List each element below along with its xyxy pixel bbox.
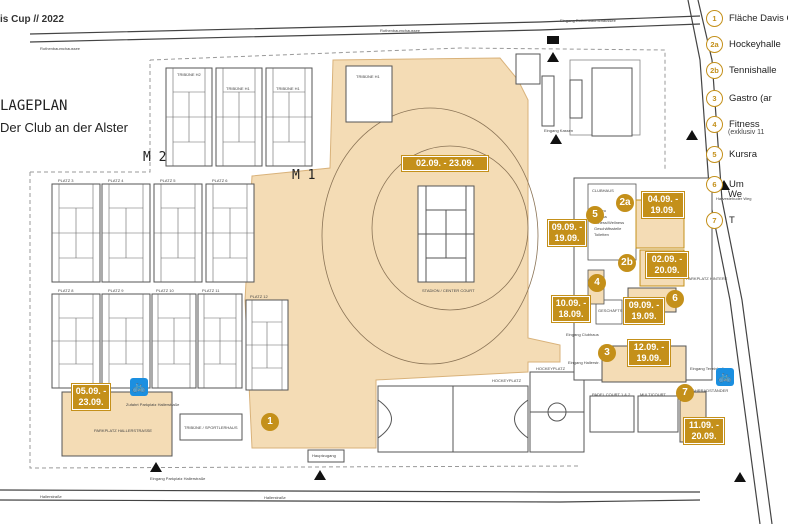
marker-7[interactable]: 7	[676, 384, 694, 402]
marker-6[interactable]: 6	[666, 290, 684, 308]
main-entrance-label: Hauptzugang	[312, 453, 336, 458]
marker-3[interactable]: 3	[598, 344, 616, 362]
stadium-outer-ring	[321, 107, 539, 365]
zufahrt-label: Zufahrt Parkplatz Hallerstraße	[126, 402, 180, 407]
date-7: 11.09. -20.09.	[684, 418, 724, 444]
court-label: PLATZ 6	[212, 178, 228, 183]
date-6: 09.09. -19.09.	[624, 298, 664, 324]
club-name: Der Club an der Alster	[0, 120, 128, 135]
club-entrance-label: Eingang Clubhaus	[566, 332, 599, 337]
stadium-label: STADION / CENTER COURT	[422, 288, 475, 293]
geschaeft-label: GESCHÄFTS STELLE	[598, 308, 639, 313]
street-top-2: Rothenbaumchaussee	[380, 28, 421, 33]
court-label: PLATZ 11	[202, 288, 220, 293]
marker-2a[interactable]: 2a	[616, 194, 634, 212]
bike-parking-icon: 🚲	[716, 368, 734, 386]
legend-number: 5	[706, 146, 723, 163]
hallig-entrance-label: Eingang Hallerstr.	[568, 360, 600, 365]
zone-m2: M 2	[143, 150, 167, 165]
court-label: PLATZ 5	[160, 178, 176, 183]
court-label: TRIBÜNE H1	[226, 86, 250, 91]
zone-m1: M 1	[292, 168, 316, 183]
parking-hallerstrasse-label: PARKPLATZ HALLERSTRASSE	[94, 428, 153, 433]
marker-4[interactable]: 4	[588, 274, 606, 292]
tennishalle-entrance-label: Eingang Tennishalle	[690, 366, 726, 371]
court-label: TRIBÜNE H1	[356, 74, 380, 79]
court-label: PLATZ 4	[108, 178, 124, 183]
court-row-2	[51, 293, 289, 391]
tribune-sport-label: TRIBÜNE / SPORTLERHAUS	[184, 425, 238, 430]
court-label: PLATZ 3	[58, 178, 74, 183]
rothenb-entrance-label: Eingang Rothenbaumchaussee	[560, 18, 616, 23]
bike-parking-icon: 🚲	[130, 378, 148, 396]
legend-number: 1	[706, 10, 723, 27]
legend-number: 2a	[706, 36, 723, 53]
date-4: 10.09. -18.09.	[552, 296, 590, 322]
stadium-inner-ring	[371, 145, 529, 311]
parkplatz-entrance-label: Eingang Parkplatz Hallerstraße	[150, 476, 206, 481]
parking-label: PARKPLATZ HINTERE	[686, 276, 728, 281]
street-bottom: Hallerstraße	[40, 494, 62, 499]
plan-title: LAGEPLAN	[0, 98, 68, 114]
clubhaus-item: Toiletten	[594, 232, 609, 237]
court-label: PLATZ 9	[108, 288, 124, 293]
court-label: PLATZ 8	[58, 288, 74, 293]
legend-number: 3	[706, 90, 723, 107]
date-2b: 02.09. -20.09.	[646, 252, 688, 278]
center-court	[417, 185, 475, 283]
marker-1[interactable]: 1	[261, 413, 279, 431]
street-right: Harvestehuder Weg	[716, 196, 752, 201]
hockeyplatz2-label: HOCKEYPLATZ	[536, 366, 566, 371]
date-5: 09.09. -19.09.	[548, 220, 586, 246]
street-top: Rothenbaumchaussee	[40, 46, 81, 51]
site-boundary	[29, 47, 666, 469]
date-3: 12.09. -19.09.	[628, 340, 670, 366]
legend-number: 7	[706, 212, 723, 229]
date-center-court: 02.09. - 23.09.	[402, 156, 488, 171]
padel-label: PADEL COURT 1 & 2	[592, 392, 631, 397]
clubhaus-label: CLUBHAUS	[592, 188, 614, 193]
clubhaus-item: Fitness/Wellness	[594, 220, 625, 225]
court-label: TRIBÜNE H1	[276, 86, 300, 91]
court-label: PLATZ 10	[156, 288, 174, 293]
multicourt-label: MULTICOURT	[640, 392, 666, 397]
legend-number: 2b	[706, 62, 723, 79]
marker-5[interactable]: 5	[586, 206, 604, 224]
event-title: is Cup // 2022	[0, 14, 64, 25]
marker-2b[interactable]: 2b	[618, 254, 636, 272]
court-label: TRIBÜNE H2	[177, 72, 201, 77]
date-parking: 05.09. -23.09.	[72, 384, 110, 410]
legend-number: 4	[706, 116, 723, 133]
legend-number: 6	[706, 176, 723, 193]
date-2a: 04.09. -19.09.	[642, 192, 684, 218]
hockey-field	[377, 385, 529, 453]
street-bottom-2: Hallerstraße	[264, 495, 286, 500]
hockeyplatz-label: HOCKEYPLATZ	[492, 378, 522, 383]
kassen-label: Eingang Kassen	[544, 128, 574, 133]
court-label: PLATZ 12	[250, 294, 268, 299]
fahrrad-label: FAHRRADSTÄNDER	[690, 388, 729, 393]
clubhaus-item: Geschäftsstelle	[594, 226, 622, 231]
